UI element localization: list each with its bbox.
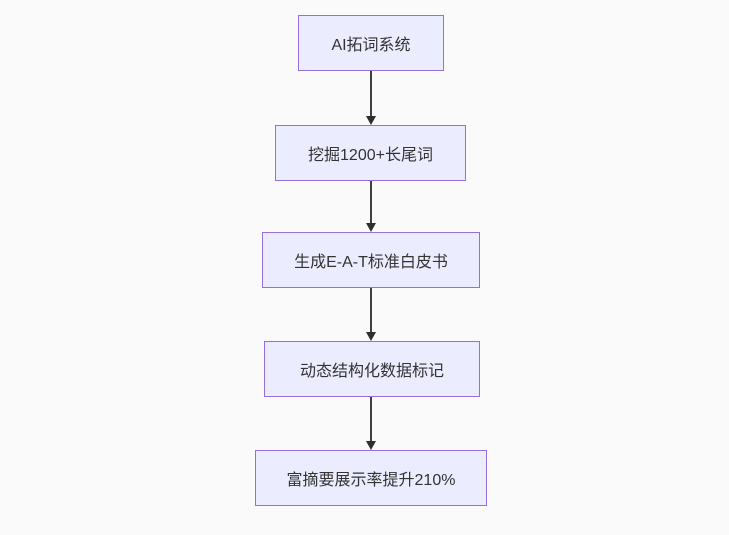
- arrow-down-icon: [366, 332, 376, 341]
- node-label: 动态结构化数据标记: [299, 363, 444, 380]
- node-ai-word-expansion-system: AI拓词系统: [298, 15, 444, 71]
- node-label: 挖掘1200+长尾词: [308, 147, 433, 164]
- arrow-down-icon: [366, 441, 376, 450]
- node-rich-snippet-rate-result: 富摘要展示率提升210%: [255, 450, 487, 506]
- arrow-down-icon: [366, 116, 376, 125]
- arrow-down-icon: [366, 223, 376, 232]
- node-longtail-keyword-mining: 挖掘1200+长尾词: [275, 125, 466, 181]
- edge-line: [370, 288, 372, 333]
- node-label: 生成E-A-T标准白皮书: [294, 254, 448, 271]
- node-label: 富摘要展示率提升210%: [286, 472, 456, 489]
- edge-line: [370, 71, 372, 117]
- node-dynamic-structured-data-markup: 动态结构化数据标记: [264, 341, 480, 397]
- edge-line: [370, 397, 372, 442]
- edge-line: [370, 181, 372, 224]
- node-eat-standard-whitepaper: 生成E-A-T标准白皮书: [262, 232, 480, 288]
- node-label: AI拓词系统: [331, 37, 411, 54]
